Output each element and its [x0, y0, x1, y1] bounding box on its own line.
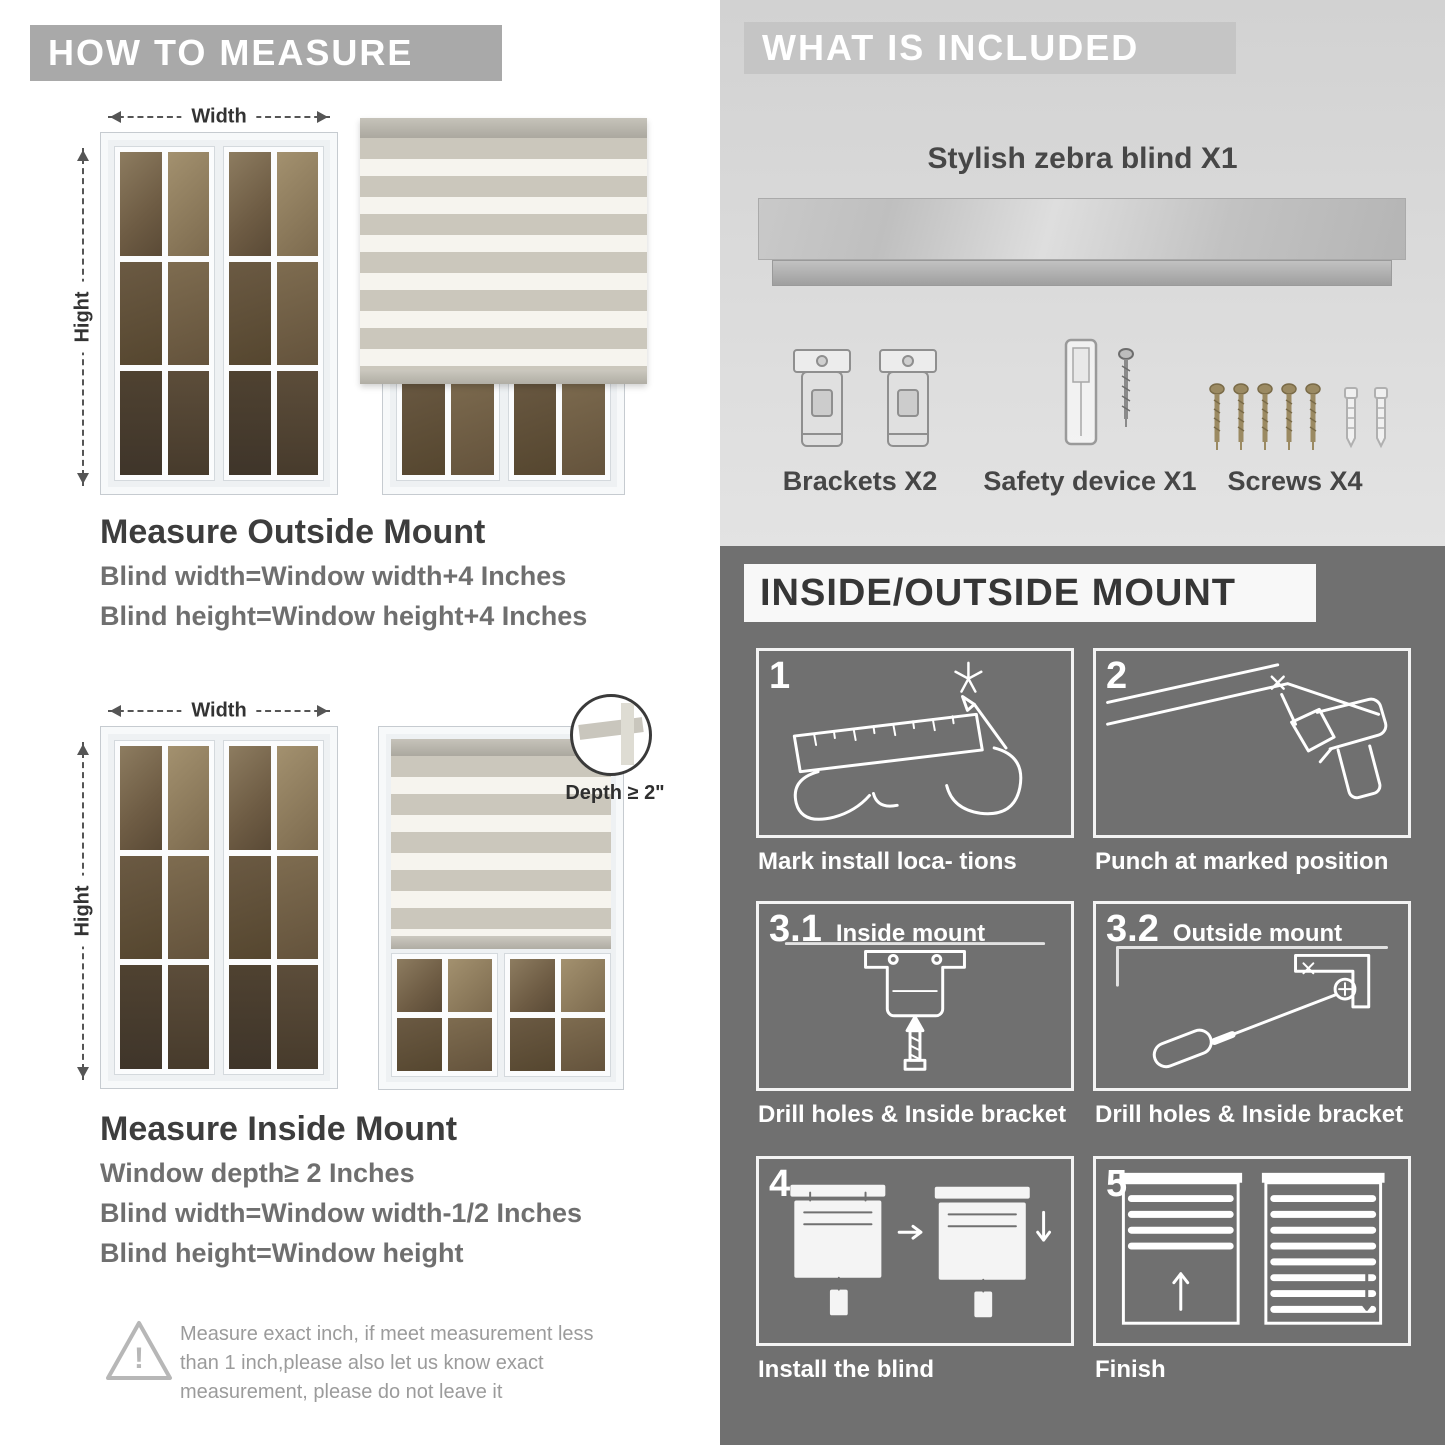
how-to-measure-header: HOW TO MEASURE — [30, 25, 502, 81]
step-4-panel: 4 — [756, 1156, 1074, 1346]
height-arrow: Hight — [71, 146, 95, 488]
brackets-label: Brackets X2 — [782, 466, 938, 496]
zebra-blind-quantity-label: Stylish zebra blind X1 — [927, 142, 1238, 175]
brackets-icon — [793, 349, 937, 447]
height-arrow: Hight — [71, 740, 95, 1082]
step-number: 1 — [769, 655, 791, 697]
step-number: 4 — [769, 1163, 791, 1205]
window-illustration-outside — [100, 132, 338, 495]
step-2-illustration — [1106, 663, 1388, 800]
zebra-blind-illustration — [360, 118, 647, 384]
measure-warning-text: Measure exact inch, if meet measurement … — [180, 1323, 594, 1403]
step-1-panel: 1 — [756, 648, 1074, 838]
width-label: Width — [181, 105, 257, 129]
step-number: 3.1 — [769, 908, 822, 950]
inside-depth-line: Window depth≥ 2 Inches — [100, 1158, 415, 1188]
step-label: Inside mount — [835, 920, 986, 947]
step-4-caption: Install the blind — [758, 1356, 935, 1383]
width-arrow: Width — [106, 699, 332, 723]
inside-outside-mount-header: INSIDE/OUTSIDE MOUNT — [744, 564, 1316, 622]
width-arrow: Width — [106, 105, 332, 129]
safety-device-label: Safety device X1 — [983, 466, 1197, 496]
window-casement — [114, 146, 215, 481]
safety-device-icon — [1064, 338, 1134, 446]
inside-formula-width: Blind width=Window width-1/2 Inches — [100, 1198, 583, 1228]
step-3-2-panel: 3.2 Outside mount — [1093, 901, 1411, 1091]
window-casement — [223, 146, 324, 481]
step-5-illustration — [1119, 1172, 1385, 1325]
inside-mount-title: Measure Inside Mount — [100, 1110, 458, 1148]
step-label: Outside mount — [1172, 920, 1343, 947]
width-label: Width — [181, 699, 257, 723]
step-2-panel: 2 — [1093, 648, 1411, 838]
step-3-1-panel: 3.1 Inside mount — [756, 901, 1074, 1091]
inside-formula-height: Blind height=Window height — [100, 1238, 464, 1268]
screws-label: Screws X4 — [1227, 466, 1363, 496]
depth-callout-circle — [570, 694, 652, 776]
window-illustration-inside — [100, 726, 338, 1089]
step-number: 2 — [1106, 655, 1128, 697]
svg-text:!: ! — [134, 1342, 144, 1375]
what-is-included-header: WHAT IS INCLUDED — [744, 22, 1236, 74]
height-label: Hight — [71, 875, 95, 947]
outside-formula-width: Blind width=Window width+4 Inches — [100, 561, 567, 591]
step-number: 3.2 — [1106, 908, 1159, 950]
step-5-caption: Finish — [1095, 1356, 1166, 1383]
inside-mount-blind-illustration — [378, 726, 624, 1090]
blind-bottomrail-illustration — [772, 260, 1392, 286]
step-1-caption: Mark install loca- tions — [758, 848, 1017, 875]
outside-mount-blind-illustration — [360, 118, 647, 495]
blind-headrail-illustration — [758, 198, 1406, 260]
step-5-panel: 5 — [1093, 1156, 1411, 1346]
screws-icon — [1205, 376, 1388, 462]
depth-callout-label: Depth ≥ 2" — [565, 782, 665, 804]
step-2-caption: Punch at marked position — [1095, 848, 1389, 875]
step-number: 5 — [1106, 1163, 1128, 1205]
height-label: Hight — [71, 281, 95, 353]
step-3-1-illustration — [784, 942, 1046, 1071]
window-casement — [223, 740, 324, 1075]
step-3-1-caption: Drill holes & Inside bracket — [758, 1101, 1067, 1128]
step-1-illustration — [792, 661, 1023, 821]
step-4-illustration — [790, 1184, 1052, 1318]
outside-mount-title: Measure Outside Mount — [100, 513, 486, 551]
window-casement — [114, 740, 215, 1075]
step-3-2-illustration — [1115, 946, 1389, 1069]
step-3-2-caption: Drill holes & Inside bracket — [1095, 1101, 1404, 1128]
warning-triangle-icon: ! — [106, 1321, 172, 1380]
outside-formula-height: Blind height=Window height+4 Inches — [100, 601, 588, 631]
